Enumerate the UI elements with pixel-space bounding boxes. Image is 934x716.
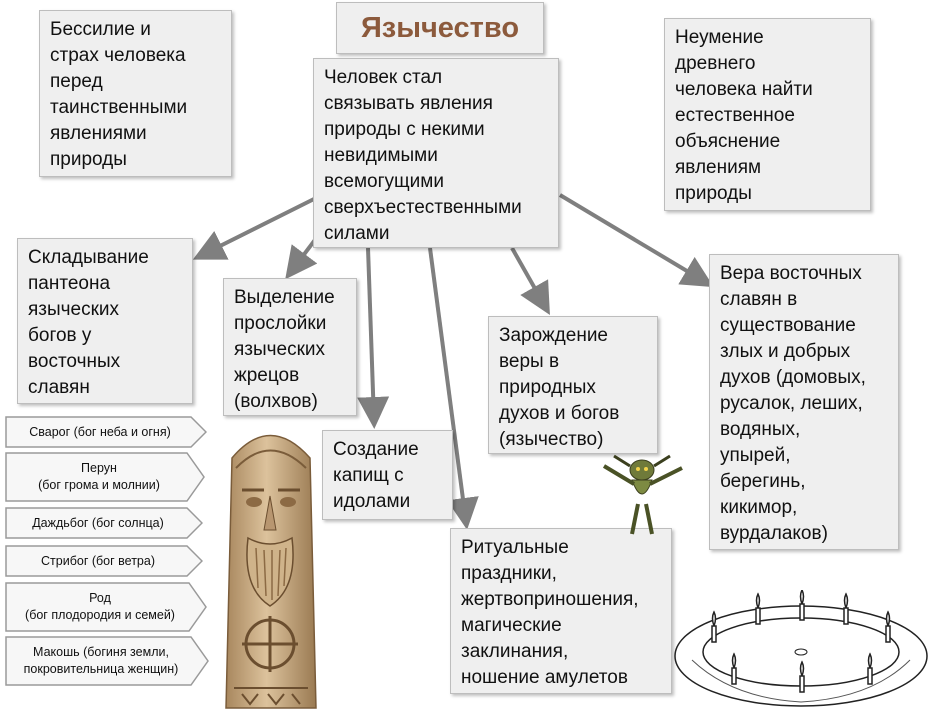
page-title: Язычество — [336, 2, 544, 54]
arrow-to-temples — [357, 247, 390, 429]
ritual-circle-sketch-image — [674, 590, 928, 707]
god-tag-dazhdbog: Даждьбог (бог солнца) — [5, 507, 203, 539]
box-rituals: Ритуальные праздники, жертвоприношения, … — [450, 528, 672, 694]
god-label: Даждьбог (бог солнца) — [32, 515, 164, 530]
god-label: Род (бог плодородия и семей) — [25, 591, 175, 622]
box-temples: Создание капищ с идолами — [322, 430, 453, 520]
box-powerlessness: Бессилие и страх человека перед таинстве… — [39, 10, 232, 177]
god-tag-perun: Перун (бог грома и молнии) — [5, 452, 205, 502]
wooden-idol-image — [225, 434, 317, 709]
god-tag-stribog: Стрибог (бог ветра) — [5, 545, 203, 577]
god-tag-svarog: Сварог (бог неба и огня) — [5, 416, 207, 448]
god-label: Перун (бог грома и молнии) — [38, 461, 160, 492]
goblin-figure-image — [602, 454, 683, 535]
box-pantheon: Складывание пантеона языческих богов у в… — [17, 238, 193, 404]
box-center: Человек стал связывать явления природы с… — [313, 58, 559, 248]
arrow-to-spirits — [558, 193, 714, 288]
arrow-to-pantheon — [192, 195, 319, 260]
god-label: Макошь (богиня земли, покровительница же… — [23, 645, 179, 676]
box-inability: Неумение древнего человека найти естеств… — [664, 18, 871, 211]
arrow-to-rituals — [428, 247, 479, 530]
god-tag-rod: Род (бог плодородия и семей) — [5, 582, 207, 632]
arrow-to-faith — [510, 247, 550, 315]
box-faith: Зарождение веры в природных духов и бого… — [488, 316, 658, 454]
god-label: Стрибог (бог ветра) — [41, 553, 155, 568]
box-spirits: Вера восточных славян в существование зл… — [709, 254, 899, 550]
box-priests: Выделение прослойки языческих жрецов (во… — [223, 278, 357, 416]
god-tag-makosh: Макошь (богиня земли, покровительница же… — [5, 636, 209, 686]
god-label: Сварог (бог неба и огня) — [29, 424, 171, 439]
